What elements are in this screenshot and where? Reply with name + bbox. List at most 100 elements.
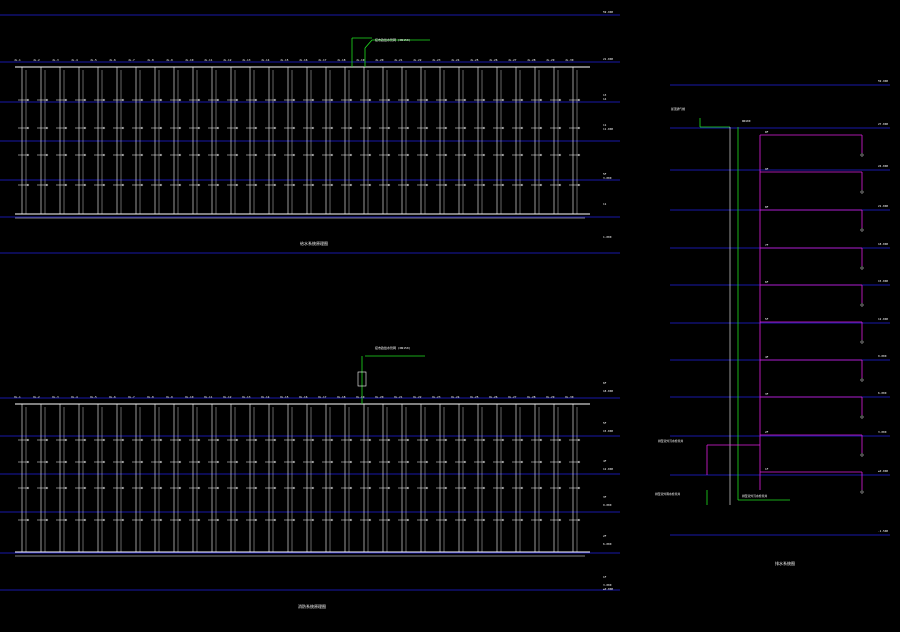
riser-tag: XL-27 <box>508 395 517 399</box>
level-label: 6.000 <box>878 391 887 395</box>
valve-symbol <box>330 98 334 102</box>
riser-tag: XL-22 <box>413 395 422 399</box>
valve-symbol <box>178 126 182 130</box>
right-drain-diagram[interactable]: 59.90027.00024.00021.00018.00015.00012.0… <box>655 79 890 566</box>
valve-symbol <box>121 183 125 187</box>
floor-drain-symbol <box>860 453 864 457</box>
valve-symbol <box>235 126 239 130</box>
valve-symbol <box>140 98 144 102</box>
level-label: 59.900 <box>603 10 613 14</box>
valve-symbol <box>254 460 258 464</box>
valve-symbol <box>121 98 125 102</box>
valve-symbol <box>463 126 467 130</box>
riser-tag: XL-21 <box>394 395 403 399</box>
valve-symbol <box>444 126 448 130</box>
riser-tag: JL-20 <box>375 58 384 62</box>
riser-tag: XL-10 <box>185 395 194 399</box>
valve-symbol <box>83 460 87 464</box>
level-label: 18.000 <box>878 242 888 246</box>
valve-symbol <box>463 153 467 157</box>
valve-symbol <box>330 183 334 187</box>
level-label: 11.000 <box>603 127 613 131</box>
valve-symbol <box>444 460 448 464</box>
valve-symbol <box>159 486 163 490</box>
valve-symbol <box>444 438 448 442</box>
valve-symbol <box>45 486 49 490</box>
riser-tag: XL-30 <box>565 395 574 399</box>
valve-symbol <box>292 438 296 442</box>
valve-symbol <box>406 183 410 187</box>
valve-symbol <box>159 153 163 157</box>
valve-symbol <box>406 518 410 522</box>
valve-symbol <box>349 153 353 157</box>
level-label: 15.000 <box>603 429 613 433</box>
valve-symbol <box>368 438 372 442</box>
valve-symbol <box>45 438 49 442</box>
valve-symbol <box>463 438 467 442</box>
floor-tag: RF <box>765 130 769 134</box>
bottom-diagram-title: 消防系统原理图 <box>298 603 326 609</box>
riser-tag: JL-28 <box>527 58 536 62</box>
valve-symbol <box>425 126 429 130</box>
valve-symbol <box>235 438 239 442</box>
right-top-note: 屋顶通气帽 <box>671 107 685 111</box>
riser-tag: JL-4 <box>71 58 78 62</box>
valve-symbol <box>121 126 125 130</box>
level-label: 9.000 <box>878 354 887 358</box>
riser-tag: XL-2 <box>33 395 40 399</box>
valve-symbol <box>140 126 144 130</box>
valve-symbol <box>387 486 391 490</box>
valve-symbol <box>64 460 68 464</box>
valve-symbol <box>539 518 543 522</box>
valve-symbol <box>387 183 391 187</box>
riser-tag: XL-23 <box>432 395 441 399</box>
right-riser-tag: DN100 <box>742 119 751 123</box>
level-label: 14 <box>603 97 607 101</box>
valve-symbol <box>558 183 562 187</box>
valve-symbol <box>501 98 505 102</box>
riser-tag: JL-24 <box>451 58 460 62</box>
bottom-system-diagram[interactable]: 6F18.0005F15.0004F12.0003F9.0002F6.0001F… <box>0 345 620 609</box>
riser-tag: JL-21 <box>394 58 403 62</box>
valve-symbol <box>482 153 486 157</box>
level-label: 13 <box>603 93 607 97</box>
floor-drain-symbol <box>860 340 864 344</box>
valve-symbol <box>178 183 182 187</box>
valve-symbol <box>501 153 505 157</box>
top-system-diagram[interactable]: 59.90021.00013141111.0005F3.000111.000JL… <box>0 10 620 254</box>
valve-symbol <box>330 438 334 442</box>
valve-symbol <box>482 460 486 464</box>
valve-symbol <box>64 486 68 490</box>
valve-symbol <box>425 98 429 102</box>
valve-symbol <box>45 518 49 522</box>
level-label: 18.000 <box>603 389 613 393</box>
valve-symbol <box>539 486 543 490</box>
riser-tag: XL-6 <box>109 395 116 399</box>
valve-symbol <box>83 98 87 102</box>
valve-symbol <box>216 183 220 187</box>
top-supply-note: 接市政给水管网 (DN150) <box>375 37 411 42</box>
valve-symbol <box>102 183 106 187</box>
valve-symbol <box>368 183 372 187</box>
valve-symbol <box>539 183 543 187</box>
valve-symbol <box>254 153 258 157</box>
valve-symbol <box>102 98 106 102</box>
valve-symbol <box>425 153 429 157</box>
riser-tag: JL-18 <box>337 58 346 62</box>
floor-drain-symbol <box>860 266 864 270</box>
valve-symbol <box>45 183 49 187</box>
valve-symbol <box>577 486 581 490</box>
valve-symbol <box>330 153 334 157</box>
riser-tag: JL-16 <box>299 58 308 62</box>
top-level-labels: 59.90021.00013141111.0005F3.000111.000JL… <box>14 10 613 239</box>
floor-drain-symbol <box>860 415 864 419</box>
level-label: 11 <box>603 123 607 127</box>
riser-tag: JL-1 <box>14 58 21 62</box>
valve-symbol <box>539 438 543 442</box>
valve-symbol <box>273 518 277 522</box>
valve-symbol <box>520 153 524 157</box>
valve-symbol <box>292 98 296 102</box>
valve-symbol <box>425 460 429 464</box>
valve-symbol <box>292 486 296 490</box>
riser-tag: XL-9 <box>166 395 173 399</box>
